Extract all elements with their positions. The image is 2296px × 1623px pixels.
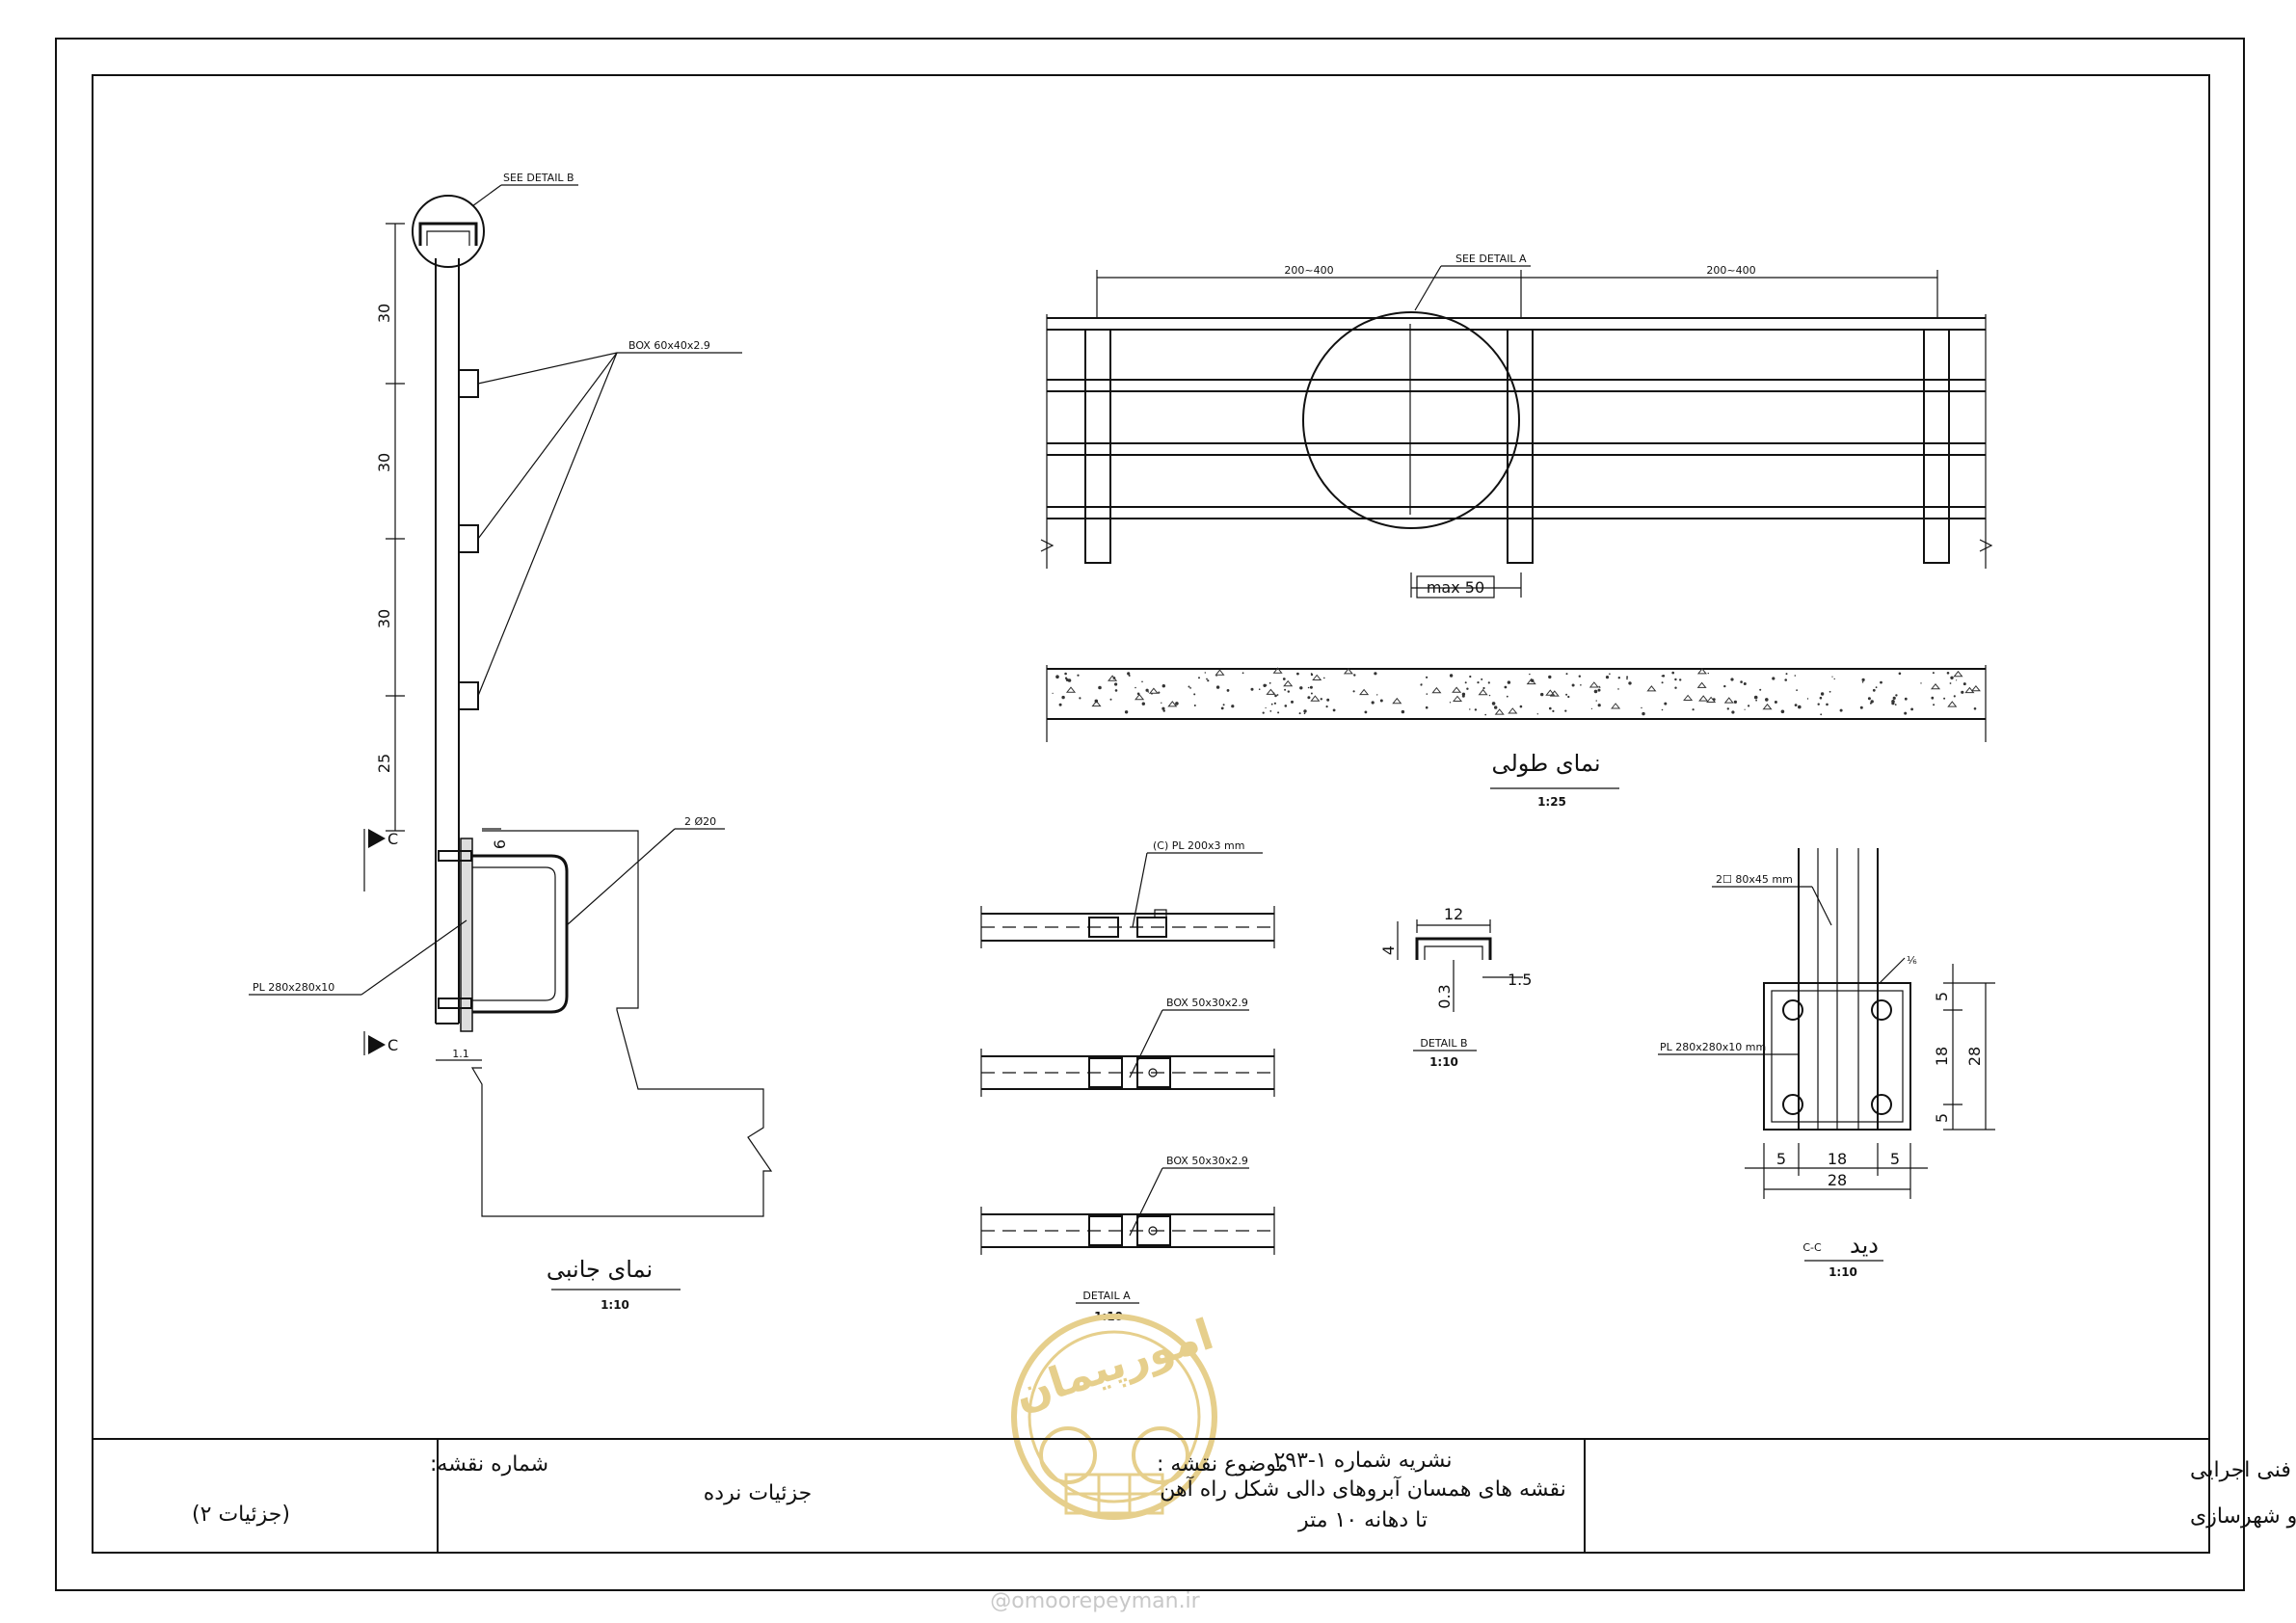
cc-dim-v-4: 28 <box>1965 1047 1984 1066</box>
rail-box-1 <box>458 369 479 398</box>
drawing-number-value: (جزئیات ۲) <box>192 1503 290 1527</box>
detail-b-title: DETAIL B <box>1420 1037 1467 1050</box>
detail-b-flange: 1.5 <box>1508 971 1532 989</box>
longitudinal-view-scale: 1:25 <box>1537 795 1566 809</box>
detail-a: (C) PL 200x3 mm BOX 50x30x2.9 BOX 50x30x… <box>980 839 1275 1323</box>
section-cc-scale: 1:10 <box>1829 1265 1857 1279</box>
box-50x30-a-label: BOX 50x30x2.9 <box>1166 997 1248 1009</box>
detail-b-height: 4 <box>1379 945 1398 955</box>
side-dim-2: 30 <box>375 453 393 472</box>
section-cc-title: دید <box>1850 1232 1879 1259</box>
section-c-bottom: C <box>387 1036 398 1054</box>
side-dim-1: 30 <box>375 304 393 323</box>
box-60x40-label: BOX 60x40x2.9 <box>628 339 710 352</box>
side-dim-6: 6 <box>491 839 509 849</box>
org-line-2: وزارت راه و شهرسازی ـ مرکز تحقیقات راه م… <box>2190 1504 2296 1529</box>
detail-a-callout-circle <box>1302 311 1520 529</box>
org-line-1: سازمان مدیریت و برنامه ریزی کشور ـ امور … <box>2190 1458 2296 1482</box>
pl-200x3-label: (C) PL 200x3 mm <box>1153 839 1244 852</box>
subject-label: موضوع نقشه : <box>1157 1452 1288 1477</box>
max-gap-dim: max 50 <box>1427 578 1484 597</box>
inner-border <box>92 74 2210 1554</box>
weld-mark: ⅙ <box>1907 954 1917 967</box>
side-dim-3: 30 <box>375 609 393 628</box>
cc-base-plate <box>1763 982 1911 1131</box>
cc-dim-h-4: 28 <box>1828 1171 1847 1189</box>
section-c-top: C <box>387 830 398 848</box>
watermark-logo-text: امورپیمان <box>1008 1310 1219 1420</box>
two-box-80x45-label: 2☐ 80x45 mm <box>1716 873 1793 886</box>
cc-dim-v-2: 18 <box>1933 1047 1951 1066</box>
pl-280-cc-label: PL 280x280x10 mm <box>1660 1041 1766 1053</box>
cc-dim-v-1: 5 <box>1933 992 1951 1001</box>
span-right-dim: 200~400 <box>1706 264 1755 277</box>
publication-line-3: تا دهانه ۱۰ متر <box>1297 1508 1428 1532</box>
detail-a-title: DETAIL A <box>1082 1290 1131 1302</box>
concrete-texture <box>1052 667 1981 716</box>
longitudinal-view-title: نمای طولی <box>1491 750 1600 777</box>
cc-dim-h-1: 5 <box>1776 1150 1786 1168</box>
see-detail-b-label: SEE DETAIL B <box>503 172 574 184</box>
side-view: SEE DETAIL B BOX 60x40x2.9 30 30 30 25 C… <box>249 172 773 1312</box>
side-view-scale: 1:10 <box>601 1298 629 1312</box>
section-cc-code: C-C <box>1802 1241 1822 1254</box>
detail-b-width: 12 <box>1444 905 1463 923</box>
section-cc: 2☐ 80x45 mm PL 280x280x10 mm ⅙ 5 18 5 28… <box>1658 848 1995 1279</box>
box-50x30-b-label: BOX 50x30x2.9 <box>1166 1155 1248 1167</box>
watermark-url: @omoorepeyman.ir <box>990 1589 1200 1613</box>
rail-box-3 <box>458 681 479 710</box>
pl-280-side-label: PL 280x280x10 <box>253 981 334 994</box>
title-block: سازمان مدیریت و برنامه ریزی کشور ـ امور … <box>93 1438 2296 1553</box>
cc-dim-v-3: 5 <box>1933 1113 1951 1123</box>
side-dim-4: 25 <box>375 754 393 773</box>
base-plate-hatch <box>460 838 473 1032</box>
side-view-title: نمای جانبی <box>547 1256 653 1283</box>
longitudinal-post-3 <box>1923 329 1950 564</box>
span-left-dim: 200~400 <box>1284 264 1333 277</box>
rail-box-2 <box>458 524 479 553</box>
cc-dim-h-3: 5 <box>1890 1150 1900 1168</box>
longitudinal-post-2 <box>1507 329 1534 564</box>
detail-b-callout-circle <box>412 195 485 268</box>
two-phi20-label: 2 Ø20 <box>684 815 716 828</box>
publication-line-2: نقشه های همسان آبروهای دالی شکل راه آهن <box>1160 1476 1565 1502</box>
see-detail-a-label: SEE DETAIL A <box>1455 253 1527 265</box>
cc-dim-h-2: 18 <box>1828 1150 1847 1168</box>
detail-b-thickness: 0.3 <box>1435 984 1454 1008</box>
detail-b: 12 4 1.5 0.3 DETAIL B 1:10 <box>1379 905 1532 1069</box>
longitudinal-view: 200~400 200~400 SEE DETAIL A max 50 <box>1040 253 1993 809</box>
detail-b-scale: 1:10 <box>1429 1055 1458 1069</box>
side-dim-11: 1.1 <box>452 1048 469 1060</box>
outer-border <box>55 38 2245 1591</box>
drawing-number-label: شماره نقشه: <box>430 1452 548 1477</box>
publication-line-1: نشریه شماره ۱-۲۹۳ <box>1273 1449 1452 1473</box>
longitudinal-post-1 <box>1084 329 1111 564</box>
subject-value: جزئیات نرده <box>704 1481 813 1505</box>
